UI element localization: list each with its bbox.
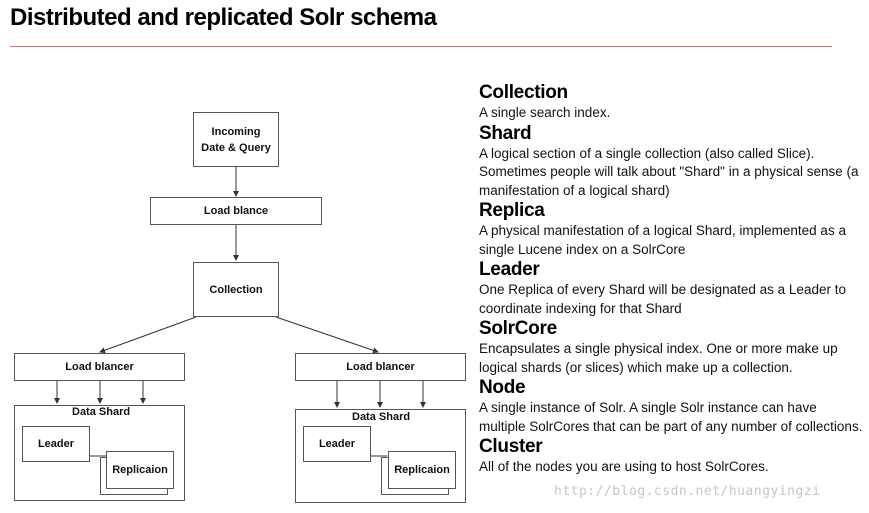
definition-term: Leader	[479, 259, 540, 280]
definition-text: A logical section of a single collection…	[479, 145, 859, 198]
definition-shard: Shard A logical section of a single coll…	[479, 123, 864, 201]
definition-term: Shard	[479, 122, 532, 144]
right-data-shard-label: Data Shard	[352, 411, 411, 423]
definition-term: SolrCore	[479, 318, 557, 339]
definition-text: A single search index.	[479, 105, 611, 120]
definition-cluster: Cluster All of the nodes you are using t…	[479, 436, 864, 477]
definition-collection: Collection A single search index.	[479, 82, 864, 123]
definition-term: Collection	[479, 82, 568, 103]
definition-text: A physical manifestation of a logical Sh…	[479, 223, 846, 257]
definition-text: One Replica of every Shard will be desig…	[479, 282, 846, 316]
definition-leader: Leader One Replica of every Shard will b…	[479, 259, 864, 318]
arrow-collection-to-right-lb	[275, 316, 379, 354]
left-load-balancer-box: Load blancer	[14, 353, 185, 381]
incoming-data-query-box: Incoming Date & Query	[193, 112, 279, 167]
page-title: Distributed and replicated Solr schema	[10, 4, 437, 31]
right-load-balancer-box: Load blancer	[295, 353, 466, 381]
collection-box: Collection	[193, 262, 279, 317]
definition-text: Encapsulates a single physical index. On…	[479, 341, 838, 375]
arrow-collection-to-left-lb	[99, 316, 197, 354]
load-balance-box: Load blance	[150, 197, 322, 225]
left-leader-box: Leader	[22, 426, 90, 462]
definition-solrcore: SolrCore Encapsulates a single physical …	[479, 318, 864, 377]
definition-term: Node	[479, 377, 526, 398]
watermark: http://blog.csdn.net/huangyingzi	[554, 484, 821, 499]
definitions-list: Collection A single search index. Shard …	[479, 82, 864, 477]
right-data-shard-frame	[295, 409, 466, 503]
title-divider	[10, 46, 832, 47]
definition-text: A single instance of Solr. A single Solr…	[479, 400, 863, 434]
right-leader-box: Leader	[303, 426, 371, 462]
right-replica-box: Replicaion	[388, 451, 456, 489]
definition-term: Cluster	[479, 436, 543, 457]
definition-text: All of the nodes you are using to host S…	[479, 459, 769, 474]
left-data-shard-frame	[14, 405, 185, 501]
left-replica-box: Replicaion	[106, 451, 174, 489]
definition-node: Node A single instance of Solr. A single…	[479, 377, 864, 436]
left-data-shard-label: Data Shard	[72, 406, 131, 418]
definition-term: Replica	[479, 200, 545, 221]
definition-replica: Replica A physical manifestation of a lo…	[479, 200, 864, 259]
